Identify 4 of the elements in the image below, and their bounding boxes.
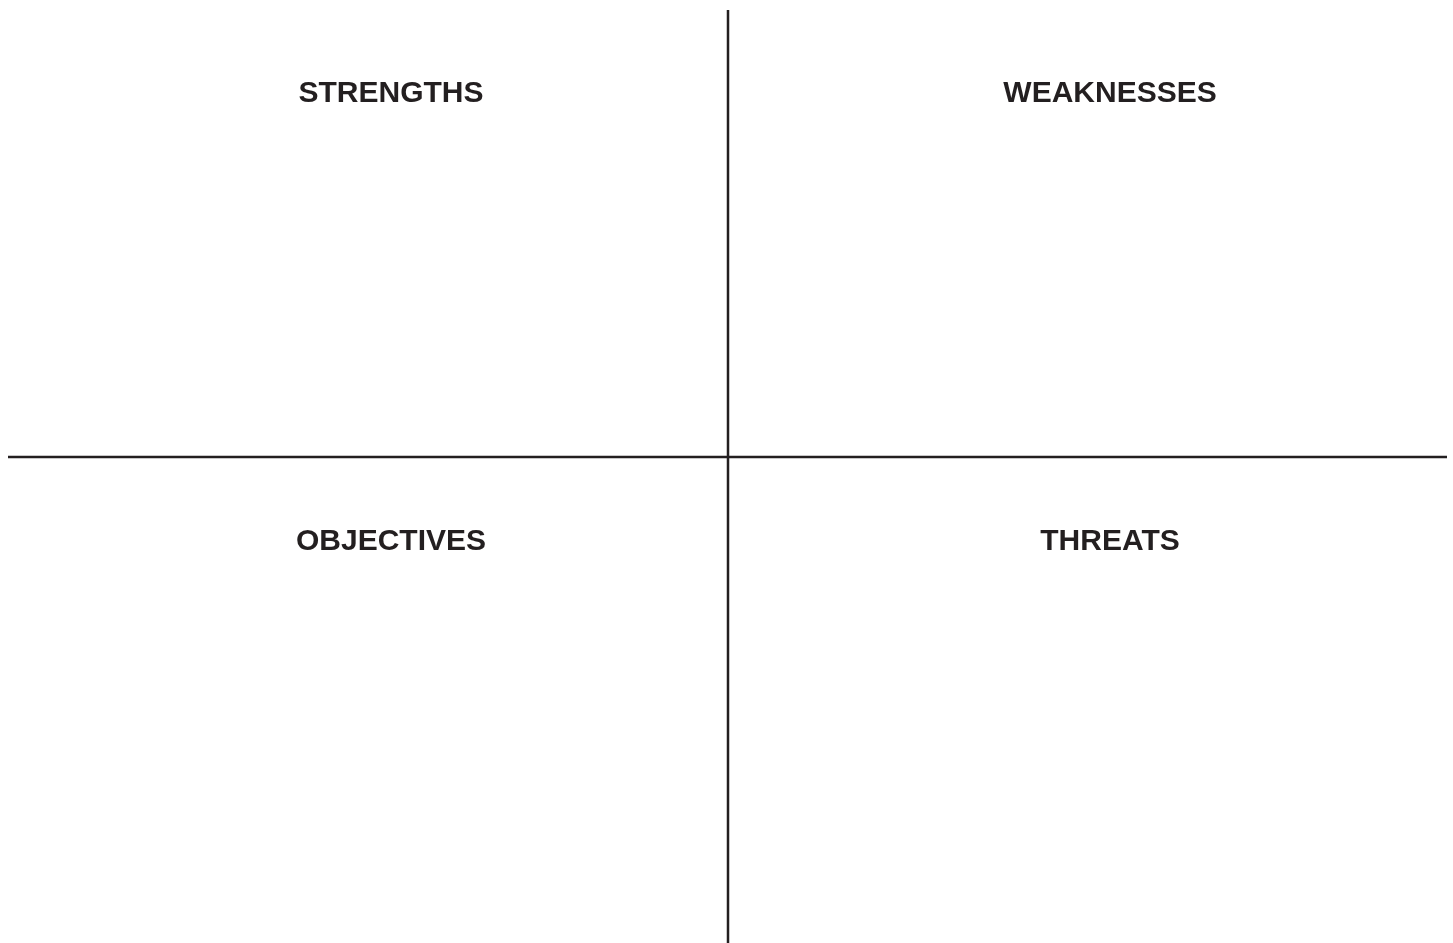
quadrant-heading: THREATS (1040, 523, 1180, 557)
quadrant-heading: OBJECTIVES (295, 523, 487, 557)
quadrant-heading: STRENGTHS (298, 75, 484, 109)
quadrant-heading: WEAKNESSES (1003, 75, 1217, 109)
